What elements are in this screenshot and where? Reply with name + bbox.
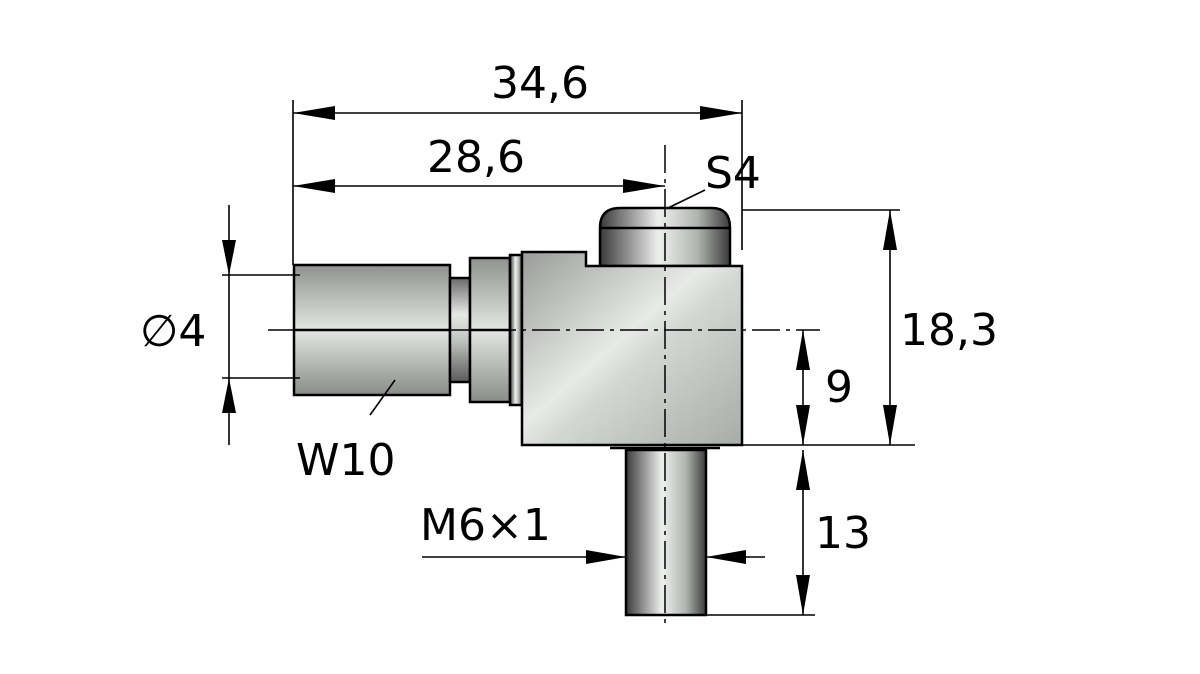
stem: [624, 448, 708, 617]
dimension-lines: [222, 106, 897, 615]
wrench-size-label: S4: [705, 148, 761, 199]
length-to-axis-label: 28,6: [427, 132, 525, 183]
extension-lines: [222, 100, 915, 616]
height-label: 18,3: [900, 305, 998, 356]
bore-diameter-label: ∅4: [140, 306, 206, 357]
body: [520, 250, 744, 447]
thread-label: M6×1: [420, 500, 551, 551]
stem-length-label: 13: [815, 508, 871, 559]
axis-height-label: 9: [825, 362, 853, 413]
hex-size-label: W10: [296, 435, 396, 486]
overall-length-label: 34,6: [491, 58, 589, 109]
